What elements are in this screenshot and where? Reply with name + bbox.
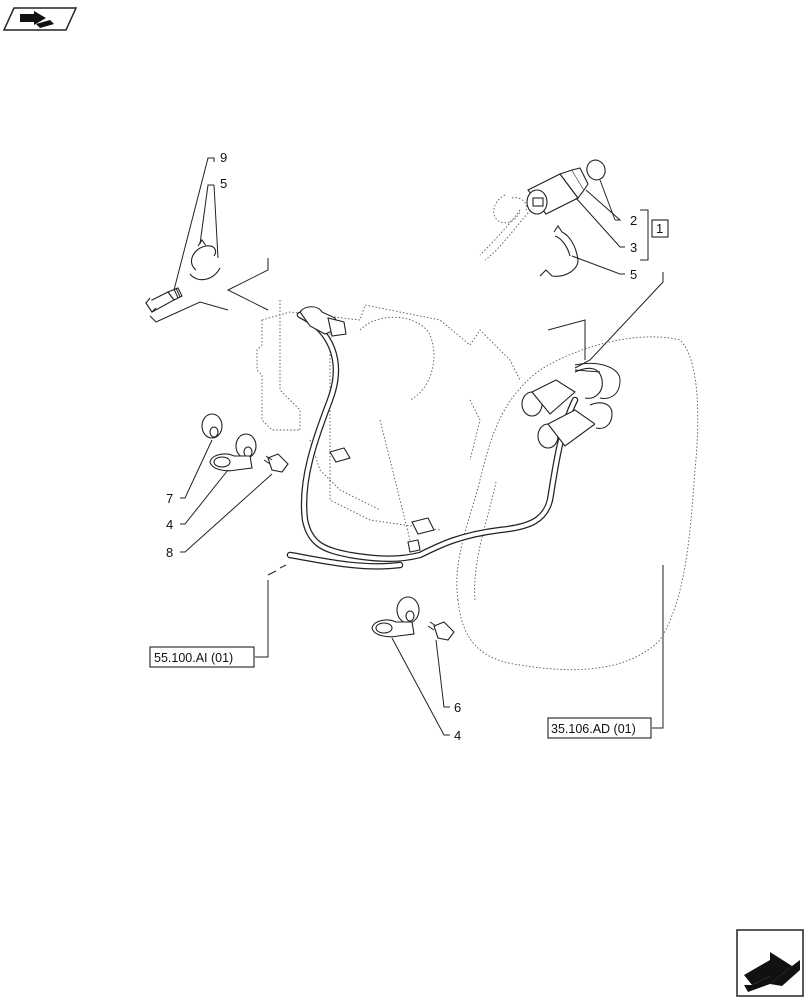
wiring-harness [267, 311, 579, 576]
part-rubber-mount-lower [396, 596, 420, 624]
callout-9: 9 [220, 150, 227, 165]
part-5-clamp-left [189, 239, 221, 281]
callout-5-left: 5 [220, 176, 227, 191]
callout-2: 2 [630, 213, 637, 228]
part-4-clip-left [209, 453, 253, 472]
reference-right[interactable]: 35.106.AD (01) [547, 717, 652, 739]
book-arrow-icon[interactable] [2, 7, 78, 31]
callout-4-left: 4 [166, 517, 173, 532]
part-2-o-ring [586, 159, 606, 181]
leader-lines [149, 157, 664, 736]
part-3-sensor [526, 167, 589, 215]
reference-right-text[interactable]: 35.106.AD (01) [551, 722, 636, 736]
next-page-arrow-icon[interactable] [736, 929, 804, 997]
housing-studs [329, 447, 435, 553]
callout-1-box [651, 219, 669, 238]
reference-left[interactable]: 55.100.AI (01) [149, 646, 255, 668]
callout-8: 8 [166, 545, 173, 560]
part-5-clamp-right [539, 225, 579, 277]
part-7-rubber-mount [201, 413, 257, 459]
callout-labels: 9 5 2 3 5 1 7 4 8 6 4 [166, 150, 669, 743]
part-6-bolt [427, 621, 455, 641]
reference-left-text[interactable]: 55.100.AI (01) [154, 651, 233, 665]
part-9-sensor [145, 287, 183, 313]
callout-4-lower: 4 [454, 728, 461, 743]
harness-connector-top [299, 306, 347, 337]
part-8-bolt [263, 453, 289, 473]
installed-sensor-assembly [521, 363, 621, 449]
callout-6: 6 [454, 700, 461, 715]
callout-5-right: 5 [630, 267, 637, 282]
callout-3: 3 [630, 240, 637, 255]
callout-7: 7 [166, 491, 173, 506]
callout-1: 1 [656, 221, 663, 236]
part-4-clip-lower [371, 619, 415, 638]
